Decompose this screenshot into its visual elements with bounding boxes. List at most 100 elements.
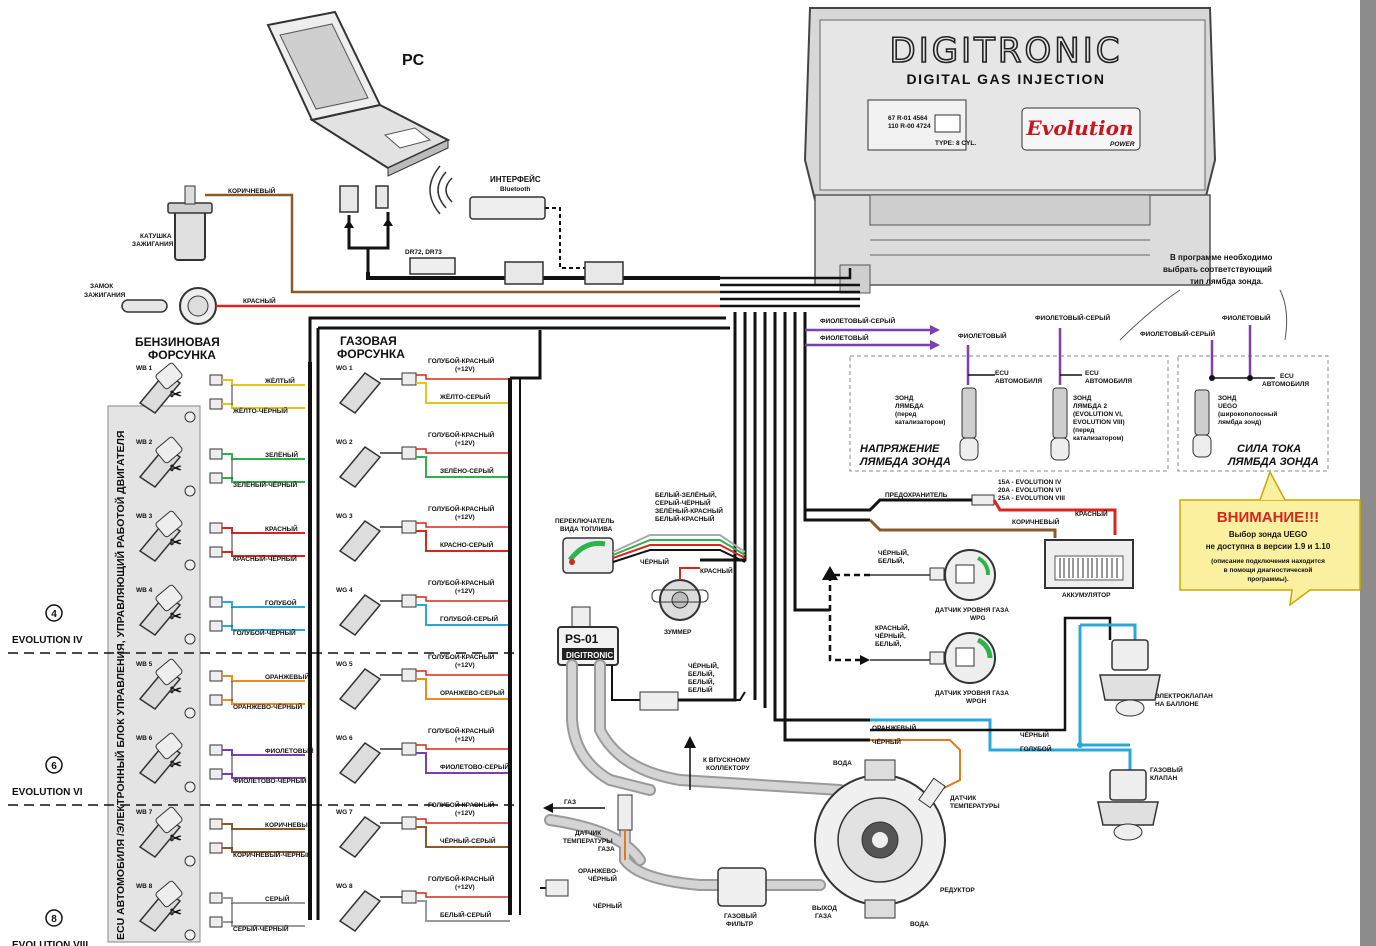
lambda-current-box (1177, 355, 1329, 472)
petrol-wire-2: ГОЛУБОЙ-ЧЁРНЫЙ (233, 628, 296, 637)
probe-label-line: БЕЛЫЙ, (688, 677, 715, 686)
petrol-wire-1: ЖЁЛТЫЙ (264, 376, 295, 385)
wpg-label-2: WPG (970, 615, 986, 622)
lambda-note-3: тип лямбда зонда. (1190, 277, 1263, 286)
ecu-cert2: 110 R-00 4724 (888, 123, 931, 130)
lambda-probe-1-icon (959, 387, 979, 461)
temp-sensor-label-2: ТЕМПЕРАТУРЫ (950, 803, 1000, 810)
gas-wire-plus: ГОЛУБОЙ-КРАСНЫЙ (428, 874, 495, 883)
probe-label-line: ЛЯМБДА (895, 403, 924, 410)
petrol-injector-id: WB 2 (136, 439, 153, 446)
gas-wire-2: ЧЁРНЫЙ-СЕРЫЙ (440, 836, 496, 845)
probe-label-line: БЕЛЫЙ (688, 685, 713, 694)
gas-injector-icon (338, 594, 417, 636)
gas-filter-label-1: ГАЗОВЫЙ (724, 911, 757, 920)
gas-injector-icon (338, 742, 417, 784)
ps01-wire-labels: ЧЁРНЫЙ,БЕЛЫЙ,БЕЛЫЙ,БЕЛЫЙ (688, 661, 719, 694)
gas-injector-header-1: ГАЗОВАЯ (340, 334, 397, 348)
petrol-injector-icon: ✂ (138, 510, 223, 571)
ecu-car-1a: ECU (995, 370, 1009, 377)
gas-arrow-label: ГАЗ (564, 799, 576, 806)
gas-wire-12v: (+12V) (455, 588, 475, 595)
petrol-wire-1: КОРИЧНЕВЫЙ (265, 820, 313, 829)
probe-label-line: ЧЁРНЫЙ, (688, 661, 719, 670)
ps01-logo: DIGITRONIC (566, 651, 613, 660)
petrol-injector-icon: ✂ (138, 806, 223, 867)
bluetooth-label-2: Bluetooth (500, 186, 530, 193)
probe-label-line: (перед (1073, 427, 1094, 434)
lambda-wire-vs-2: ФИОЛЕТОВЫЙ-СЕРЫЙ (1035, 313, 1110, 322)
ecu-car-3b: АВТОМОБИЛЯ (1262, 381, 1309, 388)
petrol-wire-1: КРАСНЫЙ (265, 524, 298, 533)
gas-filter-label-2: ФИЛЬТР (726, 921, 754, 928)
petrol-injector-id: WB 7 (136, 809, 153, 816)
probe-label-line: UEGO (1218, 403, 1237, 410)
lambda-wire-vs-3: ФИОЛЕТОВЫЙ-СЕРЫЙ (1140, 329, 1215, 338)
gas-out-label-2: ГАЗА (815, 913, 832, 920)
lambda-wire-v-3: ФИОЛЕТОВЫЙ (1222, 313, 1271, 322)
gas-injector-id: WG 2 (336, 439, 353, 446)
ecu-type: TYPE: 8 CYL. (935, 140, 976, 147)
bluetooth-signal-icon (429, 165, 453, 215)
evolution-label: EVOLUTION VI (12, 787, 83, 798)
gas-injector-header-2: ФОРСУНКА (337, 347, 405, 361)
valve-wire-blue: ГОЛУБОЙ (1020, 744, 1052, 753)
lambda-note-1: В программе необходимо (1170, 253, 1273, 262)
gas-wire-12v: (+12V) (455, 662, 475, 669)
petrol-injector-id: WB 1 (136, 365, 153, 372)
petrol-wire-1: ЗЕЛЁНЫЙ (265, 450, 298, 459)
intake-label-2: КОЛЛЕКТОРУ (706, 765, 751, 772)
tank-valve-label-1: ЭЛЕКТРОКЛАПАН (1155, 693, 1213, 700)
gas-injector-icon (338, 446, 417, 488)
gas-injector-id: WG 6 (336, 735, 353, 742)
petrol-wire-2: ФИОЛЕТОВО-ЧЁРНЫЙ (233, 776, 307, 785)
reducer-icon (814, 759, 946, 919)
dr-label: DR72, DR73 (405, 249, 442, 256)
dr-module (409, 257, 456, 275)
petrol-wire-2: КОРИЧНЕВЫЙ-ЧЁРНЫЙ (233, 850, 312, 859)
petrol-wire-1: ФИОЛЕТОВЫЙ (265, 746, 314, 755)
lambda-probe-2-icon (1050, 387, 1070, 461)
probe-label-line: лямбда зонд) (1218, 418, 1261, 426)
battery-wire-red: КРАСНЫЙ (1075, 509, 1108, 518)
battery-label: АККУМУЛЯТОР (1062, 592, 1111, 599)
gas-wire-plus: ГОЛУБОЙ-КРАСНЫЙ (428, 504, 495, 513)
wpg-wire-1: ЧЁРНЫЙ, (878, 548, 909, 557)
ecu-car-2a: ECU (1085, 370, 1099, 377)
ps01-connector (639, 691, 679, 711)
lambda-voltage-box (849, 355, 1169, 472)
lambda-wire-v-1: ФИОЛЕТОВЫЙ (820, 333, 869, 342)
ecu-model: Evolution (1025, 116, 1133, 140)
gas-wire-2: БЕЛЫЙ-СЕРЫЙ (440, 910, 491, 919)
switch-wire-black: ЧЁРНЫЙ (640, 557, 669, 566)
probe-label-line: СЕРЫЙ-ЧЁРНЫЙ (655, 498, 711, 507)
gas-injector-id: WG 5 (336, 661, 353, 668)
petrol-wire-2: ЖЁЛТО-ЧЁРНЫЙ (232, 406, 288, 415)
gas-wire-12v: (+12V) (455, 884, 475, 891)
level-sensor-wpg-icon (944, 549, 996, 601)
bluetooth-module (469, 196, 546, 220)
harness-connector-2 (584, 261, 624, 285)
ecu-cert1: 67 R-01 4564 (888, 115, 928, 122)
battery-icon (1044, 539, 1134, 589)
ignition-lock-label-1: ЗАМОК (90, 283, 113, 290)
gas-valve-label-2: КЛАПАН (1150, 775, 1178, 782)
tank-valve-icon (1099, 639, 1161, 717)
fuel-switch-icon (562, 537, 614, 574)
evolution-number: 8 (51, 914, 57, 925)
orange-black-1: ОРАНЖЕВО- (578, 868, 618, 875)
ps01-label: PS-01 (565, 632, 599, 646)
scissors-icon: ✂ (170, 460, 182, 476)
gas-injector-icon (338, 668, 417, 710)
black-wire-label: ЧЁРНЫЙ (593, 901, 622, 910)
gas-wire-12v: (+12V) (455, 366, 475, 373)
gas-wire-2: ГОЛУБОЙ-СЕРЫЙ (440, 614, 498, 623)
scissors-icon: ✂ (170, 608, 182, 624)
fuse-value-1: 15A - EVOLUTION IV (998, 479, 1062, 486)
